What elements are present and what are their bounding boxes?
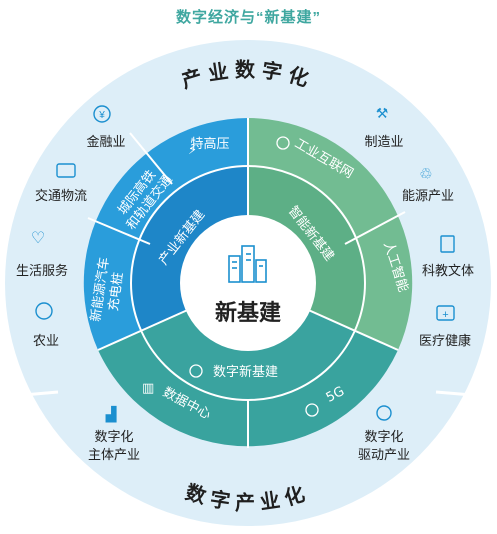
sep-industry-2: [87, 217, 151, 245]
item-digital-driver-1: 数字化: [364, 430, 403, 445]
item-digital-main-2: 主体产业: [88, 448, 140, 463]
item-logistics: 交通物流: [35, 188, 87, 204]
globe-icon: [276, 136, 290, 150]
buildings-icon: [228, 245, 267, 283]
page-title: 数字经济与“新基建”: [175, 9, 321, 26]
tools-icon: ⚒: [376, 105, 389, 121]
item-agriculture: 农业: [33, 334, 59, 349]
center-label: 新基建: [215, 300, 281, 326]
heart-hand-icon: ♡: [31, 230, 45, 247]
lightning-icon: ⚡: [188, 142, 197, 157]
leaf-icon: [35, 302, 53, 320]
bus-icon: [56, 163, 76, 178]
atom-outer-icon: [376, 405, 392, 421]
svg-text:⚒: ⚒: [376, 105, 389, 121]
item-manufacturing: 制造业: [364, 135, 403, 150]
segment-uhv-label: 特高压: [190, 136, 229, 152]
sep-industry-1: [129, 132, 173, 185]
item-digital-driver-2: 驱动产业: [358, 448, 410, 463]
outer-ring-divider-left: [11, 390, 59, 398]
item-science-culture: 科教文体: [422, 263, 474, 279]
category-digital-label: 数字新基建: [213, 364, 278, 380]
segment-ev-label-2: 充电桩: [105, 271, 126, 312]
atom-icon: [189, 364, 203, 378]
signal-icon: [305, 403, 319, 417]
item-energy: 能源产业: [402, 189, 454, 204]
category-digital: 数字新基建: [189, 364, 278, 380]
item-digital-main-1: 数字化: [94, 430, 133, 445]
svg-text:▟: ▟: [105, 405, 117, 423]
yen-icon: ¥: [93, 105, 111, 123]
svg-text:¥: ¥: [98, 110, 105, 121]
medical-kit-icon: +: [436, 305, 455, 321]
sep-smart-1: [344, 211, 406, 245]
center-circle[interactable]: [180, 215, 316, 351]
growth-chart-icon: ▟: [105, 405, 117, 423]
recycle-icon: ♲: [419, 166, 432, 183]
item-finance: 金融业: [86, 134, 125, 150]
item-life-services: 生活服务: [16, 263, 68, 279]
svg-text:+: +: [442, 309, 448, 321]
outer-ring-divider-right: [435, 390, 485, 398]
segment-uhv: 特高压: [190, 136, 229, 152]
document-icon: [440, 235, 455, 253]
bar-chart-icon: ▥: [142, 380, 154, 395]
svg-text:♲: ♲: [419, 166, 432, 183]
item-healthcare: 医疗健康: [419, 333, 471, 349]
svg-text:♡: ♡: [31, 230, 45, 247]
